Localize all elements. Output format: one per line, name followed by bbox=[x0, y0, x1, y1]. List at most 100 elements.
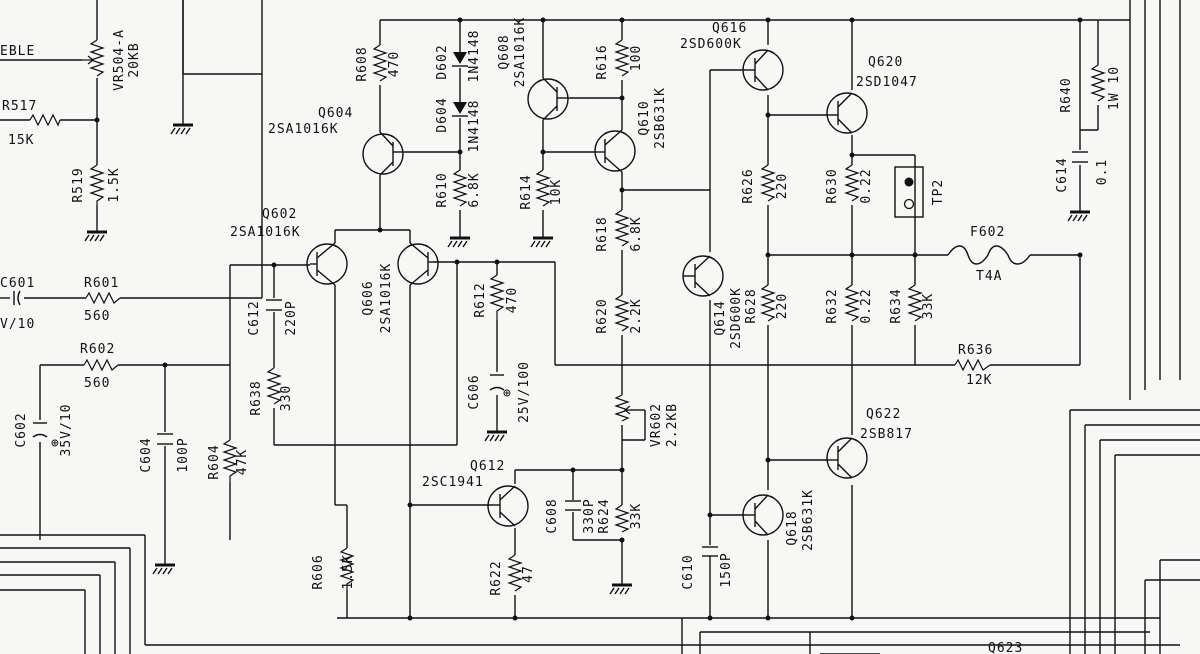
label-r628-value: 220 bbox=[775, 293, 790, 319]
label-r630-ref: R630 bbox=[825, 168, 840, 203]
pot-wipers bbox=[82, 55, 631, 415]
junction-dots bbox=[94, 17, 1083, 621]
label-r626-ref: R626 bbox=[741, 168, 756, 203]
resistor-r626 bbox=[760, 164, 776, 202]
label-r612-value: 470 bbox=[505, 287, 520, 313]
label-r628-ref: R628 bbox=[744, 288, 759, 323]
transistor-q614 bbox=[682, 255, 724, 297]
resistor-vr602 bbox=[614, 394, 630, 422]
label-q623-ref: Q623 bbox=[988, 641, 1023, 654]
resistor-r608 bbox=[372, 44, 388, 82]
label-f602-value: T4A bbox=[976, 269, 1002, 284]
label-q618-part: 2SB631K bbox=[801, 489, 816, 551]
label-r632-ref: R632 bbox=[825, 288, 840, 323]
ground-symbols bbox=[84, 123, 1090, 595]
label-c606-ref: C606 bbox=[467, 374, 482, 409]
resistor-r636 bbox=[954, 358, 991, 372]
label-vr602-value: 2.2KB bbox=[665, 403, 680, 447]
label-r604-value: 47K bbox=[235, 449, 250, 475]
label-r606-ref: R606 bbox=[311, 554, 326, 589]
label-r612-ref: R612 bbox=[473, 282, 488, 317]
label-r626-value: 220 bbox=[775, 173, 790, 199]
label-r606-value: 1.5K bbox=[341, 554, 356, 589]
capacitor-c601 bbox=[13, 290, 21, 306]
diode-d602 bbox=[452, 52, 468, 67]
label-vr504-value: 20KB bbox=[127, 42, 142, 77]
transistor-q610 bbox=[594, 129, 636, 173]
label-r624-ref: R624 bbox=[597, 498, 612, 533]
label-r636-value: 12K bbox=[966, 373, 992, 388]
capacitor-c606 bbox=[489, 374, 505, 391]
label-c608-value: 330P bbox=[582, 498, 597, 533]
label-q602-part: 2SA1016K bbox=[230, 225, 301, 240]
label-q602-ref: Q602 bbox=[262, 207, 297, 222]
label-r622-ref: R622 bbox=[489, 560, 504, 595]
transistor-q604 bbox=[362, 131, 405, 176]
capacitor-c604 bbox=[157, 433, 173, 445]
label-r634-ref: R634 bbox=[889, 288, 904, 323]
transistor-q612 bbox=[487, 485, 529, 527]
label-r630-value: 0.22 bbox=[859, 168, 874, 203]
transistor-q602 bbox=[306, 242, 348, 286]
label-r608-value: 470 bbox=[387, 51, 402, 77]
label-q606-part: 2SA1016K bbox=[379, 263, 394, 334]
labels: EBLE VR504-A 20KB R517 15K R519 1.5K C60… bbox=[0, 17, 1122, 654]
label-c602-polarity: ⊕ bbox=[51, 436, 60, 451]
capacitor-c614 bbox=[1072, 151, 1088, 163]
label-c612-value: 220P bbox=[284, 300, 299, 335]
label-q606-ref: Q606 bbox=[361, 280, 376, 315]
label-f602-ref: F602 bbox=[970, 225, 1005, 240]
label-r640-ref: R640 bbox=[1059, 77, 1074, 112]
label-vr504-ref: VR504-A bbox=[112, 29, 127, 91]
label-c601-ref: C601 bbox=[0, 276, 35, 291]
label-q622-part: 2SB817 bbox=[860, 427, 913, 442]
label-r517-value: 15K bbox=[8, 133, 34, 148]
resistor-r624 bbox=[614, 504, 630, 533]
label-c604-ref: C604 bbox=[139, 437, 154, 472]
resistor-r610 bbox=[452, 169, 468, 207]
label-r620-ref: R620 bbox=[595, 298, 610, 333]
label-r608-ref: R608 bbox=[355, 46, 370, 81]
label-c610-value: 150P bbox=[719, 552, 734, 587]
label-q616-part: 2SD600K bbox=[680, 37, 742, 52]
label-r638-value: 330 bbox=[279, 385, 294, 411]
transistor-q616 bbox=[742, 49, 784, 91]
label-r618-value: 6.8K bbox=[629, 216, 644, 251]
label-c612-ref: C612 bbox=[247, 300, 262, 335]
resistor-r517 bbox=[29, 113, 61, 127]
label-q610-part: 2SB631K bbox=[653, 87, 668, 149]
label-d604-ref: D604 bbox=[435, 97, 450, 132]
label-q616-ref: Q616 bbox=[712, 21, 747, 36]
label-q622-ref: Q622 bbox=[866, 407, 901, 422]
label-q608-ref: Q608 bbox=[497, 34, 512, 69]
label-c606-value: 25V/100 bbox=[517, 361, 532, 423]
label-q620-part: 2SD1047 bbox=[856, 75, 918, 90]
label-r624-value: 33K bbox=[629, 503, 644, 529]
label-r616-ref: R616 bbox=[595, 44, 610, 79]
resistor-r604 bbox=[222, 439, 238, 482]
label-r636-ref: R636 bbox=[958, 343, 993, 358]
label-r620-value: 2.2K bbox=[629, 298, 644, 333]
diode-d604 bbox=[452, 102, 468, 117]
label-c614-ref: C614 bbox=[1055, 157, 1070, 192]
label-q612-part: 2SC1941 bbox=[422, 475, 484, 490]
label-q620-ref: Q620 bbox=[868, 55, 903, 70]
resistor-r620 bbox=[614, 294, 630, 332]
capacitor-c608 bbox=[565, 500, 581, 511]
resistor-r622 bbox=[507, 554, 523, 592]
resistor-r638 bbox=[266, 367, 282, 405]
label-r610-ref: R610 bbox=[435, 172, 450, 207]
resistor-r606 bbox=[339, 547, 355, 590]
fuse-f602 bbox=[947, 245, 1031, 265]
resistor-r519 bbox=[89, 164, 105, 205]
label-r634-value: 33K bbox=[921, 293, 936, 319]
label-treble: EBLE bbox=[0, 44, 35, 59]
capacitor-c610 bbox=[702, 546, 718, 570]
test-point-tp2 bbox=[894, 166, 924, 218]
resistor-r632 bbox=[844, 284, 860, 322]
label-d602-part: 1N4148 bbox=[467, 30, 482, 83]
label-r601-value: 560 bbox=[84, 309, 110, 324]
transistor-q618 bbox=[742, 494, 784, 536]
